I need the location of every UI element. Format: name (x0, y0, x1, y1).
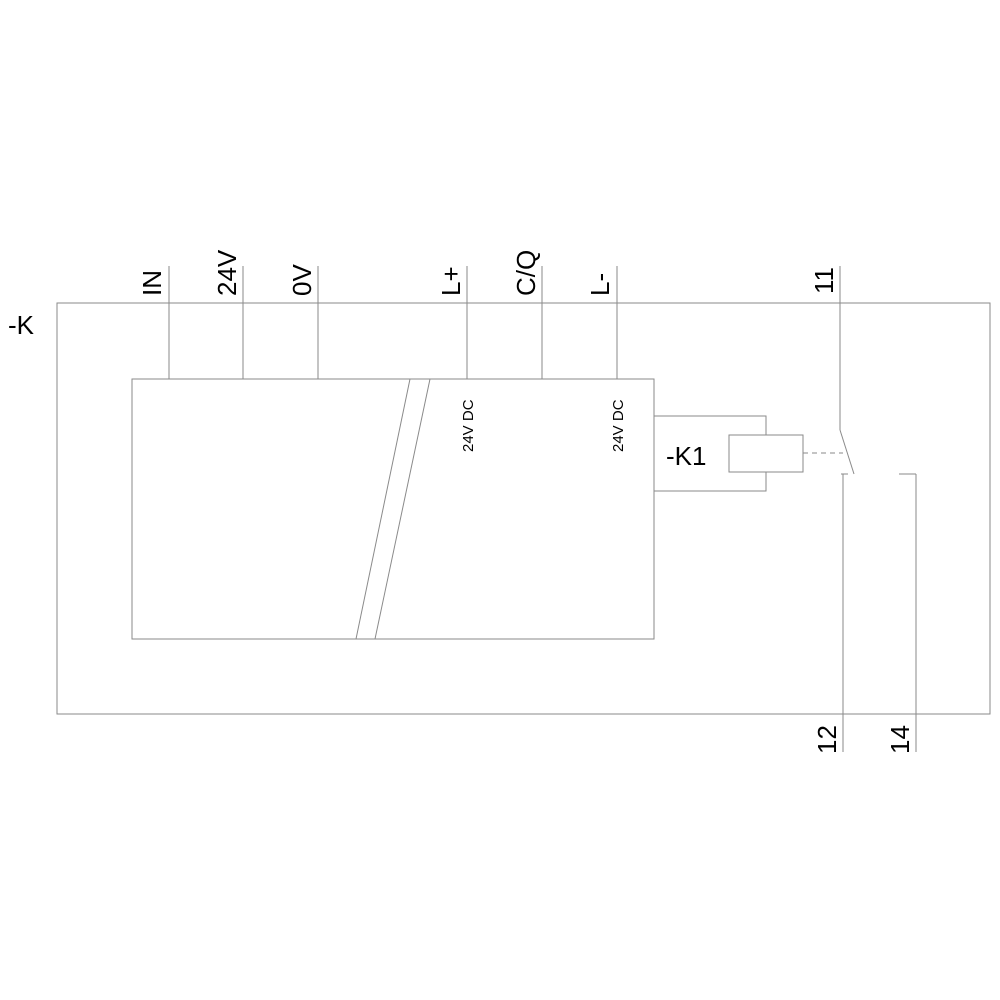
supply-note-right: 24V DC (610, 399, 627, 452)
relay-label: -K1 (666, 441, 706, 471)
separator-line-right (374, 378, 431, 640)
terminal-label-14: 14 (885, 725, 915, 754)
device-enclosure (56, 302, 991, 715)
supply-note-left: 24V DC (460, 399, 477, 452)
terminal-label-12: 12 (812, 725, 842, 754)
contact-blade (839, 429, 855, 475)
terminal-label-cq: C/Q (511, 250, 541, 296)
terminal-label-in: IN (137, 270, 167, 296)
terminal-label-24v: 24V (212, 249, 242, 296)
terminal-label-11: 11 (809, 267, 839, 294)
terminal-label-lplus: L+ (436, 266, 466, 296)
terminal-label-0v: 0V (287, 264, 317, 296)
separator-line-left (355, 378, 411, 640)
terminal-label-lminus: L- (585, 273, 615, 296)
relay-coil (728, 434, 804, 473)
module-block (131, 378, 655, 640)
device-label: -K (8, 310, 35, 340)
